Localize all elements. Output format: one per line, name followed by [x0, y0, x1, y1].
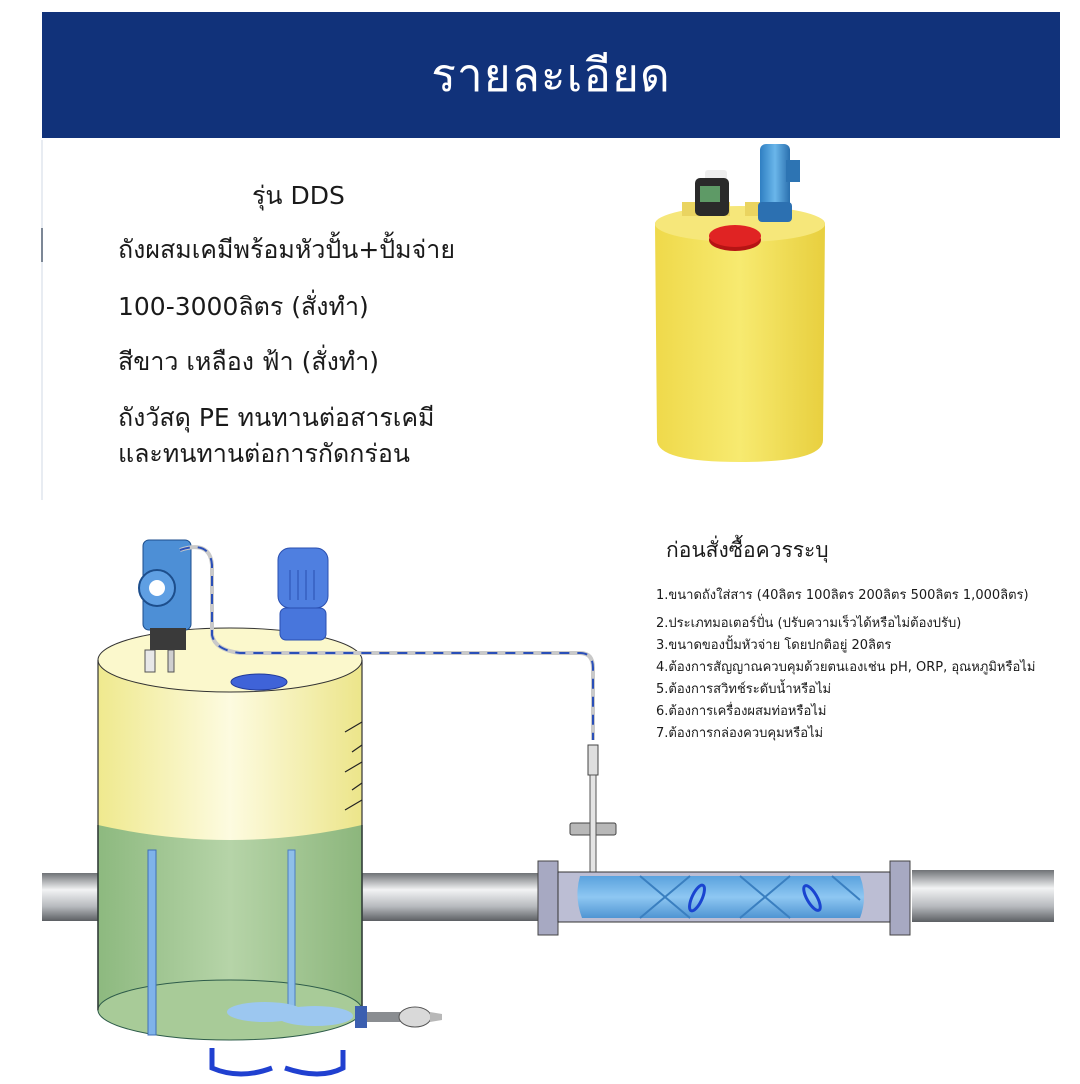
spec-line: สีขาว เหลือง ฟ้า (สั่งทำ) [118, 347, 380, 376]
left-divider-mark [41, 228, 43, 262]
model-name: รุ่น DDS [252, 181, 345, 210]
outlet-pipe [912, 870, 1054, 922]
header-banner: รายละเอียด [42, 12, 1060, 138]
static-mixer-icon [537, 860, 911, 936]
page-title: รายละเอียด [431, 47, 671, 102]
order-item: 4.ต้องการสัญญาณควบคุมด้วยตนเองเช่น pH, O… [656, 660, 1036, 675]
left-divider [41, 140, 43, 500]
connecting-pipe [360, 873, 542, 921]
order-item: 1.ขนาดถังใส่สาร (40ลิตร 100ลิตร 200ลิตร … [656, 588, 1029, 603]
agitator-motor-icon [277, 547, 329, 641]
order-item: 7.ต้องการกล่องควบคุมหรือไม่ [656, 726, 824, 741]
spec-line: ถังวัสดุ PE ทนทานต่อสารเคมี [118, 403, 435, 432]
inlet-pipe [42, 873, 100, 921]
dosing-pump-icon [138, 539, 192, 650]
spec-line: 100-3000ลิตร (สั่งทำ) [118, 292, 369, 321]
red-lid-icon [709, 225, 761, 251]
system-diagram [40, 520, 1060, 1080]
order-item: 6.ต้องการเครื่องผสมท่อหรือไม่ [656, 704, 827, 719]
order-requirements: ก่อนสั่งซื้อควรระบุ 1.ขนาดถังใส่สาร (40ล… [656, 534, 1076, 745]
order-item: 5.ต้องการสวิทช์ระดับน้ำหรือไม่ [656, 682, 832, 697]
order-item: 2.ประเภทมอเตอร์ปั่น (ปรับความเร็วได้หรือ… [656, 616, 962, 631]
spec-line: ถังผสมเคมีพร้อมหัวปั้น+ปั้มจ่าย [118, 235, 455, 264]
product-photo [640, 140, 840, 500]
dosing-tank-icon [97, 627, 363, 1077]
agitator-motor-icon [758, 144, 800, 222]
order-title: ก่อนสั่งซื้อควรระบุ [666, 538, 829, 562]
order-item: 3.ขนาดของปั้มหัวจ่าย โดยปกติอยู่ 20ลิตร [656, 638, 892, 653]
spec-line: และทนทานต่อการกัดกร่อน [118, 439, 410, 468]
injection-point-icon [569, 744, 617, 886]
drain-valve-icon [355, 1006, 442, 1028]
dosing-pump-icon [695, 170, 729, 216]
